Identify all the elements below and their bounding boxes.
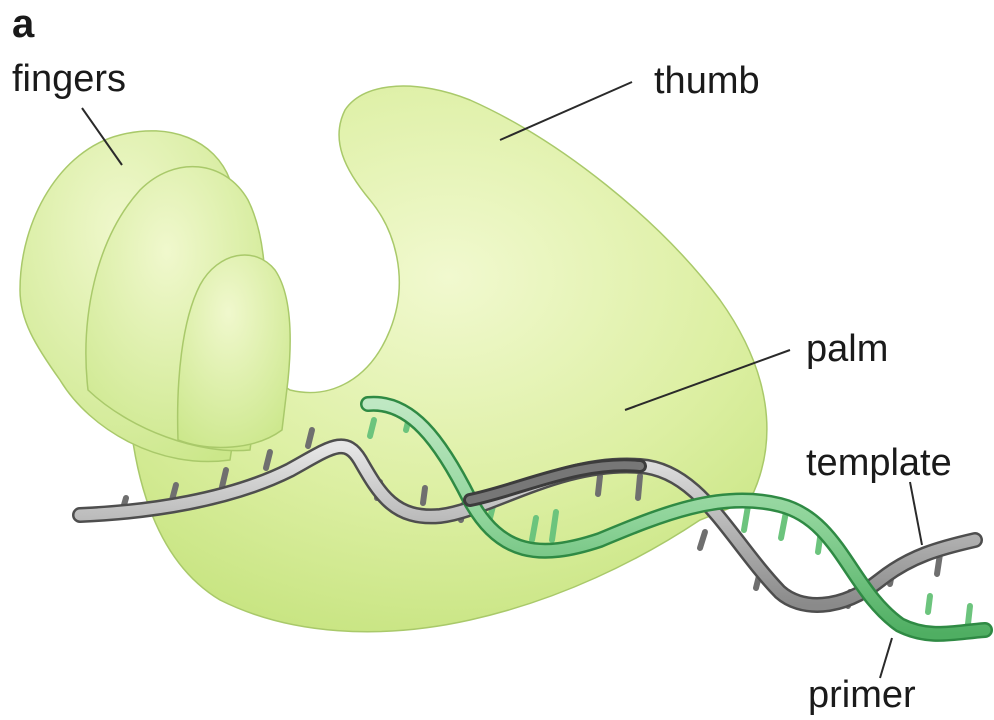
fingers-label: fingers [12, 60, 126, 98]
template-leader-line [910, 482, 922, 545]
thumb-leader-line [500, 82, 632, 140]
primer-label: primer [808, 676, 916, 714]
panel-letter: a [12, 4, 34, 44]
primer-leader-line [880, 638, 892, 678]
template-label: template [806, 444, 952, 482]
palm-label: palm [806, 330, 888, 368]
thumb-label: thumb [654, 62, 760, 100]
